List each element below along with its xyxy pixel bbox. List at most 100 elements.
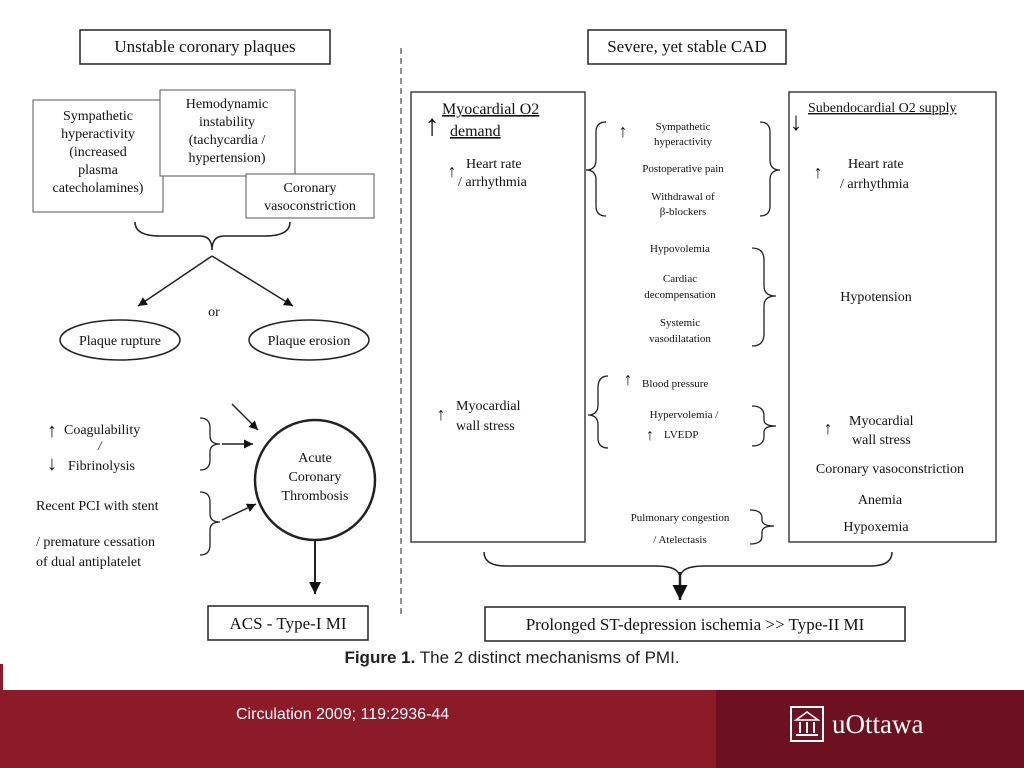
demand-header-line1: Myocardial O2 [442,101,539,118]
svg-text:Acute: Acute [298,451,331,466]
up-arrow-icon: ↑ [824,418,833,438]
supply-column [788,91,997,543]
svg-text:Withdrawal of: Withdrawal of [651,191,715,203]
svg-text:Coronary: Coronary [289,470,342,485]
svg-text:Pulmonary congestion: Pulmonary congestion [631,512,730,524]
building-icon [790,706,824,742]
sympathetic-text: Sympathetic hyperactivity (increased pla… [53,109,144,196]
mid-brace-4-right [749,509,775,545]
or-label: or [208,305,220,320]
caption-text: The 2 distinct mechanisms of PMI. [415,648,680,667]
accent-tick [0,664,3,690]
slash-label: / [97,438,103,453]
svg-text:(tachycardia /: (tachycardia / [189,133,266,148]
svg-text:decompensation: decompensation [644,289,716,301]
footer-bar: Circulation 2009; 119:2936-44 uOttawa [0,690,1024,768]
sympathetic-box [32,99,164,213]
vasoconstriction-box [245,173,375,219]
svg-text:vasoconstriction: vasoconstriction [264,199,356,214]
svg-text:hyperactivity: hyperactivity [61,127,135,142]
mid-brace-3-right [751,405,777,447]
unstable-plaques-title-box [79,29,331,65]
up-arrow-icon: ↑ [425,109,440,142]
supply-wall-stress-1: Myocardial [849,414,914,429]
up-arrow-icon: ↑ [624,369,633,389]
caption-label: Figure 1. [344,648,416,667]
svg-text:/ Atelectasis: / Atelectasis [653,534,706,546]
logo-wordmark: uOttawa [832,708,924,739]
mid-brace-2-right [751,247,777,347]
svg-text:Thrombosis: Thrombosis [282,489,349,504]
svg-text:Hypovolemia: Hypovolemia [650,243,710,255]
supply-header: Subendocardial O2 supply [808,101,957,116]
svg-text:(increased: (increased [69,145,127,160]
left-panel: Unstable coronary plaques Sympathetic hy… [32,29,377,641]
svg-text:Hemodynamic: Hemodynamic [186,97,268,112]
plaque-erosion-label: Plaque erosion [268,334,351,349]
mid-lvedp-label: LVEDP [664,429,698,441]
up-arrow-icon: ↑ [47,420,57,442]
outcome-label: Prolonged ST-depression ischemia >> Type… [526,615,865,634]
right-panel: Severe, yet stable CAD ↑ Myocardial O2 d… [410,29,997,642]
demand-column [410,91,586,543]
supply-hypoxemia: Hypoxemia [843,520,909,535]
thrombosis-circle [253,418,377,542]
svg-text:catecholamines): catecholamines) [53,181,144,196]
demand-heart-rate-2: / arrhythmia [458,175,528,190]
supply-anemia: Anemia [858,493,903,508]
demand-wall-stress-1: Myocardial [456,399,521,414]
mid-brace-1-right [759,121,781,217]
up-arrow-icon: ↑ [437,404,446,424]
fibrinolysis-label: Fibrinolysis [68,459,135,474]
mid-brace-3-left [587,375,609,449]
down-arrow-icon: ↓ [790,107,803,136]
mid-pulmonary-text: Pulmonary congestion / Atelectasis [631,512,730,546]
demand-heart-rate-1: Heart rate [466,157,522,172]
mid-bp-label: Blood pressure [642,378,708,390]
recent-pci-label: Recent PCI with stent [36,499,159,514]
arrow-to-rupture [137,255,213,307]
citation-text: Circulation 2009; 119:2936-44 [236,706,450,723]
supply-heart-rate-2: / arrhythmia [840,177,910,192]
plaque-erosion-ellipse [248,319,370,361]
supply-hypotension: Hypotension [840,290,912,305]
acs-label: ACS - Type-I MI [229,614,346,633]
svg-text:Coronary: Coronary [284,181,337,196]
outcome-box [484,606,906,642]
mid-hypervolemia-label: Hypervolemia / [650,409,720,421]
up-arrow-icon: ↑ [619,121,628,141]
bottom-brace [483,551,893,579]
plaque-rupture-ellipse [59,319,181,361]
pci-brace [199,491,221,556]
plaques-brace [134,221,291,251]
mid-group2-text: Hypovolemia Cardiac decompensation Syste… [644,243,716,345]
supply-heart-rate-1: Heart rate [848,157,904,172]
uottawa-logo: uOttawa [790,704,923,744]
coagulability-label: Coagulability [64,423,140,438]
demand-wall-stress-2: wall stress [456,419,515,434]
thrombosis-text: Acute Coronary Thrombosis [282,451,349,504]
supply-wall-stress-2: wall stress [852,433,911,448]
footer-logo-panel [716,690,1024,768]
figure-caption: Figure 1. The 2 distinct mechanisms of P… [0,648,1024,668]
arrow-plaques-to-thrombosis [231,403,259,431]
hemodynamic-box [159,89,296,177]
supply-vasoconstriction: Coronary vasoconstriction [816,462,964,477]
up-arrow-icon: ↑ [646,427,654,444]
up-arrow-icon: ↑ [814,162,823,182]
svg-text:hyperactivity: hyperactivity [654,136,713,148]
arrow-pci-to-thrombosis [221,503,257,521]
svg-text:Postoperative pain: Postoperative pain [642,163,724,175]
pmi-mechanisms-diagram: Unstable coronary plaques Sympathetic hy… [32,29,997,642]
svg-text:β-blockers: β-blockers [660,206,707,218]
svg-text:hypertension): hypertension) [189,151,266,166]
stable-cad-title: Severe, yet stable CAD [607,37,767,56]
down-arrow-icon: ↓ [47,453,57,475]
slide: Unstable coronary plaques Sympathetic hy… [0,29,1024,668]
stable-cad-title-box [587,29,787,65]
arrow-to-erosion [211,255,294,307]
demand-header-line2: demand [450,123,501,140]
coag-brace [199,417,221,471]
plaque-rupture-label: Plaque rupture [79,334,161,349]
svg-text:plasma: plasma [78,163,118,178]
